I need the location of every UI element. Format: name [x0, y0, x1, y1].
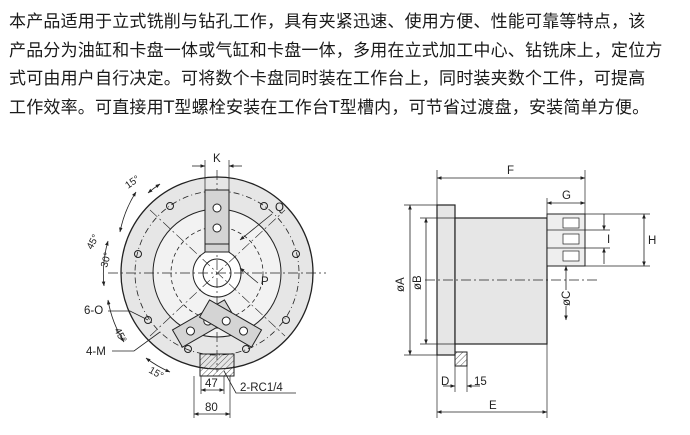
label-angle-30: 30°: [99, 251, 114, 268]
product-description: 本产品适用于立式铣削与钻孔工作，具有夹紧迅速、使用方便、性能可靠等特点，该 产品…: [9, 8, 685, 122]
label-phi-c: øC: [561, 291, 573, 306]
label-angle-15-bottom: 15°: [147, 365, 166, 382]
label-angle-45-upper: 45°: [85, 233, 102, 252]
mounting-holes: [134, 202, 300, 353]
label-dim-80: 80: [205, 402, 218, 414]
label-k: K: [213, 153, 221, 165]
label-holes-6: 6-O: [84, 305, 103, 317]
label-angle-45-lower: 45°: [111, 326, 128, 345]
description-line-3: 式可由用户自行决定。可将数个卡盘同时装在工作台上，同时装夹数个工件，可提高: [9, 69, 646, 89]
label-f: F: [507, 165, 514, 177]
label-h: H: [648, 235, 656, 247]
label-phi-b: øB: [412, 275, 424, 290]
label-angle-15-top: 15°: [123, 174, 142, 192]
description-line-2: 产品分为油缸和卡盘一体或气缸和卡盘一体，多用在立式加工中心、钻铣床上，定位方: [9, 40, 663, 61]
bolt-circle: [134, 190, 300, 356]
jaw-lower-right: [198, 299, 263, 348]
jaw-top: [204, 189, 230, 253]
label-port: 2-RC1/4: [240, 382, 283, 394]
label-g: G: [562, 190, 571, 202]
side-body: [454, 217, 548, 345]
description-line-4: 工作效率。可直接用T型螺栓安装在工作台T型槽内，可节省过渡盘，安装简单方便。: [9, 97, 650, 118]
description-line-1: 本产品适用于立式铣削与钻孔工作，具有夹紧迅速、使用方便、性能可靠等特点，该: [9, 12, 646, 32]
label-i: I: [607, 234, 610, 246]
side-view-labels: F G I H øA øB øC D 15 E: [395, 165, 656, 412]
label-p: P: [261, 276, 269, 288]
front-view: [101, 160, 326, 418]
label-dim-47: 47: [205, 378, 218, 390]
label-phi-a: øA: [395, 277, 407, 292]
label-q: Q: [275, 202, 284, 214]
t-slot-key: [199, 353, 235, 377]
label-holes-4: 4-M: [86, 346, 106, 358]
front-view-labels: K Q P 15° 45° 30° 6-O 45° 4-M 15° 47 2-R…: [84, 153, 284, 414]
label-e: E: [489, 400, 497, 412]
side-view: [404, 170, 650, 418]
label-dim-15: 15: [474, 376, 487, 388]
label-d: D: [441, 376, 449, 388]
